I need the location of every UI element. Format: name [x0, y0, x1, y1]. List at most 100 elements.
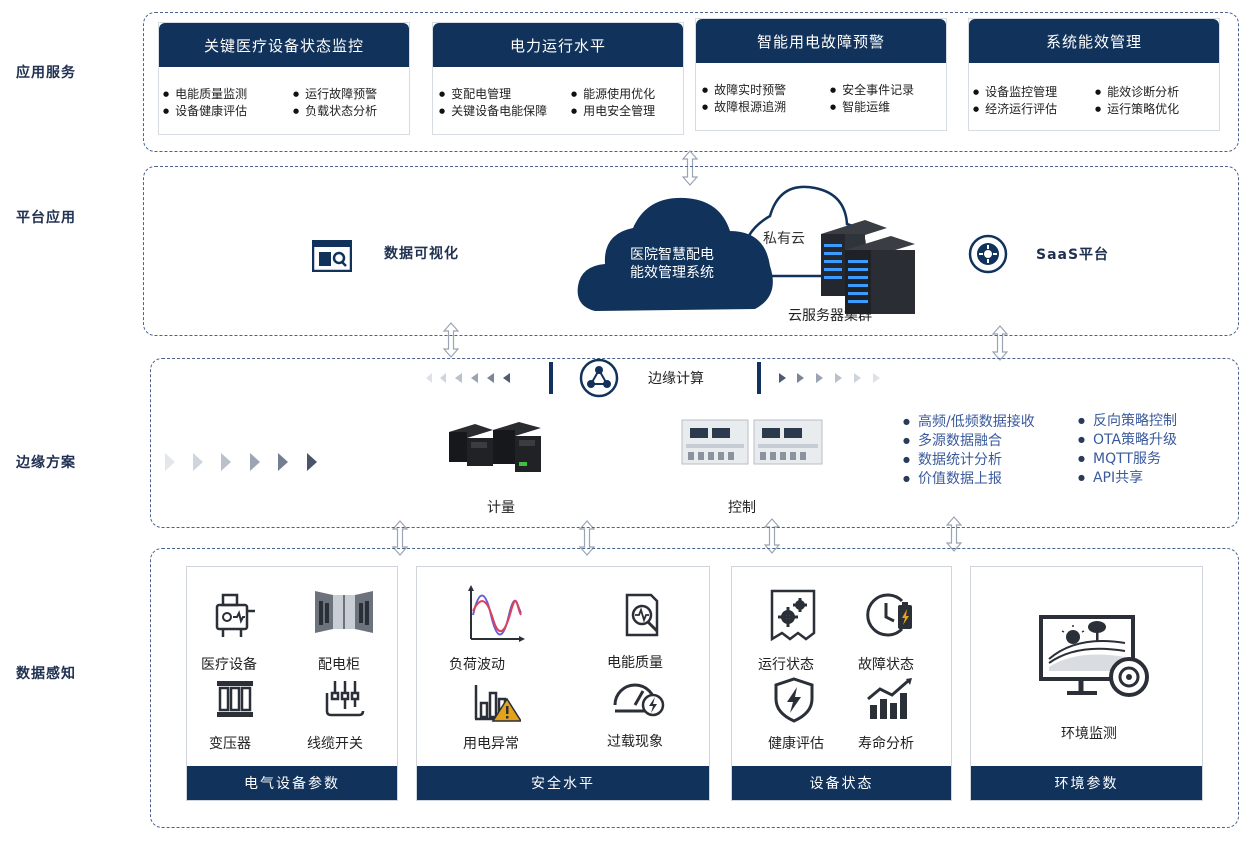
saas-platform-icon [968, 234, 1008, 274]
data-visualization-label: 数据可视化 [384, 246, 459, 262]
health-assessment-icon [774, 677, 814, 723]
list-item: 关键设备电能保障 [439, 102, 547, 119]
metering-label: 计量 [487, 500, 515, 516]
icon-label: 变压器 [209, 736, 251, 752]
card-title: 关键医疗设备状态监控 [159, 23, 409, 67]
running-status-icon [770, 589, 816, 641]
icon-label: 电能质量 [607, 655, 663, 671]
icon-label: 运行状态 [758, 657, 814, 673]
feature-item: 多源数据融合 [903, 430, 1002, 450]
card-fault-warning[interactable]: 智能用电故障预警 故障实时预警 故障根源追溯 安全事件记录 智能运维 [695, 18, 947, 131]
feature-item: MQTT服务 [1078, 448, 1161, 468]
band-platform [143, 166, 1239, 336]
list-item: 设备监控管理 [973, 83, 1057, 100]
feature-item: API共享 [1078, 467, 1143, 487]
cloud-line-2: 能效管理系统 [630, 265, 714, 281]
double-arrow-icon [443, 322, 459, 358]
tile-footer: 设备状态 [732, 766, 951, 800]
icon-label: 医疗设备 [201, 657, 257, 673]
medical-device-icon [215, 593, 255, 637]
list-item: 设备健康评估 [163, 102, 247, 119]
tile-safety-level[interactable]: 负荷波动 电能质量 用电异常 过载现象 安全水平 [416, 566, 710, 801]
edge-computing-label: 边缘计算 [648, 371, 704, 387]
double-arrow-icon [992, 325, 1008, 361]
list-item: 运行故障预警 [293, 85, 377, 102]
tile-footer: 安全水平 [417, 766, 709, 800]
label-app-service: 应用服务 [16, 65, 76, 81]
tile-footer: 环境参数 [971, 766, 1202, 800]
list-item: 电能质量监测 [163, 85, 247, 102]
band-edge [150, 358, 1239, 528]
chevrons-right-icon [779, 373, 880, 383]
abnormal-usage-icon [474, 685, 521, 722]
feature-item: 反向策略控制 [1078, 410, 1177, 430]
tile-electrical-params[interactable]: 医疗设备 配电柜 变压器 线缆开关 电气设备参数 [186, 566, 398, 801]
metering-device-icon [449, 422, 541, 472]
band-sensing [150, 548, 1239, 828]
list-item: 用电安全管理 [571, 102, 655, 119]
icon-label: 线缆开关 [307, 736, 363, 752]
cloud-line-1: 医院智慧配电 [630, 247, 714, 263]
transformer-icon [217, 681, 253, 717]
list-item: 经济运行评估 [973, 100, 1057, 117]
control-device-icon [681, 419, 823, 465]
cloud-system-name: 医院智慧配电 能效管理系统 [630, 246, 714, 282]
cable-switch-icon [325, 681, 365, 717]
label-edge: 边缘方案 [16, 455, 76, 471]
data-visualization-icon [312, 240, 352, 272]
icon-label: 故障状态 [858, 657, 914, 673]
private-cloud-label: 私有云 [763, 231, 805, 247]
divider [549, 362, 553, 394]
lifespan-analysis-icon [867, 678, 912, 719]
control-label: 控制 [728, 500, 756, 516]
card-medical-monitor[interactable]: 关键医疗设备状态监控 电能质量监测 设备健康评估 运行故障预警 负载状态分析 [158, 22, 410, 135]
card-title: 系统能效管理 [969, 19, 1219, 63]
double-arrow-icon [579, 520, 595, 556]
list-item: 运行策略优化 [1095, 100, 1179, 117]
card-title: 电力运行水平 [433, 23, 683, 67]
tile-footer: 电气设备参数 [187, 766, 397, 800]
icon-label: 配电柜 [318, 657, 360, 673]
fault-status-icon [866, 593, 912, 637]
saas-platform-label: SaaS平台 [1036, 247, 1110, 263]
list-item: 能效诊断分析 [1095, 83, 1179, 100]
icon-label: 健康评估 [768, 736, 824, 752]
divider [757, 362, 761, 394]
feature-item: 高频/低频数据接收 [903, 411, 1035, 431]
edge-computing-icon [579, 358, 619, 398]
feature-item: 数据统计分析 [903, 449, 1002, 469]
label-platform: 平台应用 [16, 210, 76, 226]
feature-item: OTA策略升级 [1078, 429, 1177, 449]
load-fluctuation-icon [468, 585, 525, 642]
list-item: 变配电管理 [439, 85, 511, 102]
power-quality-icon [625, 593, 659, 637]
label-sensing: 数据感知 [16, 666, 76, 682]
card-power-level[interactable]: 电力运行水平 变配电管理 关键设备电能保障 能源使用优化 用电安全管理 [432, 22, 684, 135]
list-item: 负载状态分析 [293, 102, 377, 119]
icon-label: 用电异常 [463, 736, 519, 752]
icon-label: 负荷波动 [449, 657, 505, 673]
server-cluster-icon [821, 220, 915, 314]
icon-label: 过载现象 [607, 734, 663, 750]
tile-device-status[interactable]: 运行状态 故障状态 健康评估 寿命分析 设备状态 [731, 566, 952, 801]
list-item: 安全事件记录 [830, 81, 914, 98]
card-energy-efficiency[interactable]: 系统能效管理 设备监控管理 经济运行评估 能效诊断分析 运行策略优化 [968, 18, 1220, 131]
list-item: 故障实时预警 [702, 81, 786, 98]
flow-arrows-icon [165, 453, 317, 471]
icon-label: 环境监测 [1061, 726, 1117, 742]
list-item: 智能运维 [830, 98, 890, 115]
icon-label: 寿命分析 [858, 736, 914, 752]
overload-gauge-icon [613, 683, 665, 717]
list-item: 能源使用优化 [571, 85, 655, 102]
list-item: 故障根源追溯 [702, 98, 786, 115]
double-arrow-icon [392, 520, 408, 556]
double-arrow-icon [682, 150, 698, 186]
feature-item: 价值数据上报 [903, 468, 1002, 488]
tile-environment-params[interactable]: 环境监测 环境参数 [970, 566, 1203, 801]
environment-monitor-icon [1039, 615, 1149, 697]
double-arrow-icon [946, 516, 962, 552]
chevrons-left-icon [426, 373, 510, 383]
server-cluster-label: 云服务器集群 [788, 308, 872, 324]
card-title: 智能用电故障预警 [696, 19, 946, 63]
switchgear-cabinet-icon [315, 591, 373, 633]
